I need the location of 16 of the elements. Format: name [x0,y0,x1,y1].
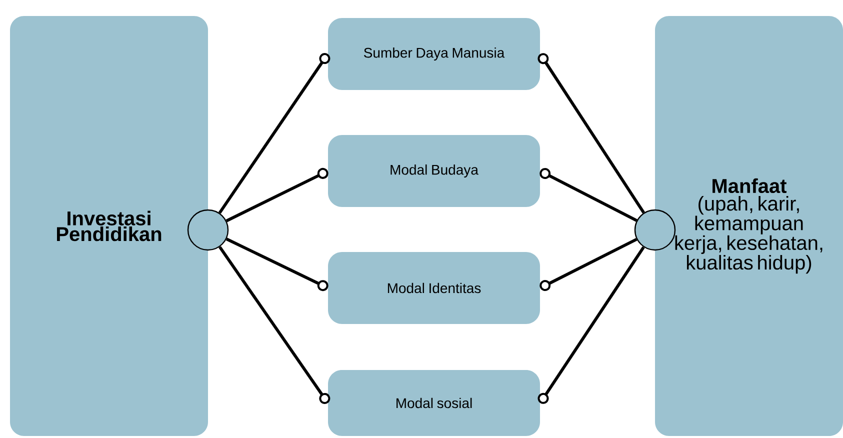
connector-line [538,246,645,404]
process-box: Modal Budaya [328,135,540,207]
connector-line [226,238,328,292]
circle-connector [187,209,229,251]
connector-line [226,168,328,222]
connector-line [218,246,330,404]
connector-line [218,53,330,214]
process-box: Manfaat (upah, karir, kemampuan kerja, kesehatan, kualitas hidup) [655,16,843,436]
connector-line [540,168,638,222]
circle-connector [634,209,676,251]
connector-line [540,238,638,291]
process-box: Investasi Pendidikan [10,16,208,436]
process-box: Sumber Daya Manusia [328,18,540,90]
process-box: Modal Identitas [328,252,540,324]
process-box: Modal sosial [328,370,540,436]
connector-line [538,53,645,214]
